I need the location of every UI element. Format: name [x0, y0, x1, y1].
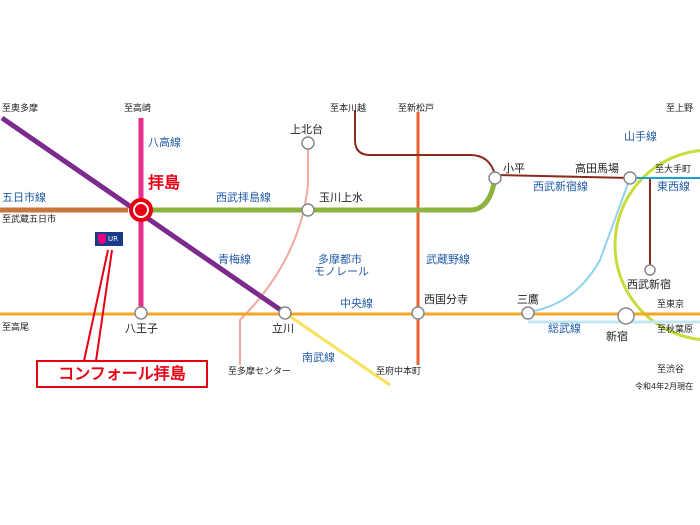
line-yamanote: 山手線: [624, 129, 657, 143]
line-hachiko: 八高線: [148, 135, 181, 149]
label-nishikokubunji: 西国分寺: [424, 293, 468, 306]
line-monorail-2: モノレール: [314, 265, 369, 278]
line-chuo: 中央線: [340, 296, 373, 310]
label-kodaira: 小平: [503, 162, 525, 175]
dest-fuchuhommachi: 至府中本町: [376, 365, 421, 377]
label-hachioji: 八王子: [125, 322, 158, 335]
dest-tamacenter: 至多摩センター: [228, 365, 291, 377]
label-mitaka: 三鷹: [517, 292, 539, 306]
line-tozai: 東西線: [657, 179, 690, 193]
callout-pointer: [83, 249, 113, 362]
station-nishikokubunji: [411, 306, 425, 320]
map-title: 拝島: [148, 173, 180, 192]
station-hachioji: [134, 306, 148, 320]
yamanote-line: [613, 149, 700, 341]
dest-okutama: 至奥多摩: [2, 102, 38, 114]
line-seibu-shinjuku: 西武新宿線: [533, 179, 588, 193]
station-seibushinjuku: [644, 264, 656, 276]
line-ome: 青梅線: [218, 252, 251, 266]
line-itsukaichi: 五日市線: [2, 190, 46, 204]
nambu-line: [284, 311, 391, 387]
station-tachikawa: [278, 306, 292, 320]
dest-akihabara: 至秋葉原: [657, 323, 693, 335]
dest-takasaki: 至高崎: [124, 102, 151, 114]
station-mitaka: [521, 306, 535, 320]
line-sobu: 総武線: [548, 321, 581, 335]
station-shinjuku: [617, 307, 635, 325]
line-seibu-haijima: 西武拝島線: [216, 190, 271, 204]
station-takadanobaba: [623, 171, 637, 185]
station-haijima-ring: [133, 202, 149, 218]
dest-musashiitsukaichi: 至武蔵五日市: [2, 213, 56, 225]
label-seibushinjuku: 西武新宿: [627, 277, 671, 291]
tozai-mitaka-line: [527, 177, 631, 313]
station-kamikitadai: [301, 136, 315, 150]
label-tamagawajosui: 玉川上水: [319, 191, 363, 204]
monorail-line: [239, 143, 309, 365]
label-kamikitadai: 上北台: [290, 122, 323, 136]
label-tachikawa: 立川: [272, 321, 294, 335]
ur-logo-icon: UR: [95, 232, 123, 246]
label-shinjuku: 新宿: [606, 329, 628, 343]
dest-takao: 至高尾: [2, 321, 29, 333]
line-monorail-1: 多摩都市: [318, 252, 362, 266]
line-nambu: 南武線: [302, 350, 335, 364]
dest-shinmatsudo: 至新松戸: [398, 102, 434, 114]
station-tamagawajosui: [301, 203, 315, 217]
line-musashino: 武蔵野線: [426, 252, 470, 266]
dest-otemachi: 至大手町: [655, 163, 691, 175]
as-of-note: 令和4年2月現在: [635, 381, 693, 391]
dest-shibuya: 至渋谷: [657, 363, 684, 375]
dest-honkawagoe: 至本川越: [330, 102, 366, 114]
dest-tokyo: 至東京: [657, 298, 684, 310]
property-callout: コンフォール拝島: [36, 360, 208, 388]
label-takadanobaba: 高田馬場: [575, 161, 619, 175]
dest-ueno: 至上野: [666, 103, 693, 114]
station-kodaira: [488, 171, 502, 185]
